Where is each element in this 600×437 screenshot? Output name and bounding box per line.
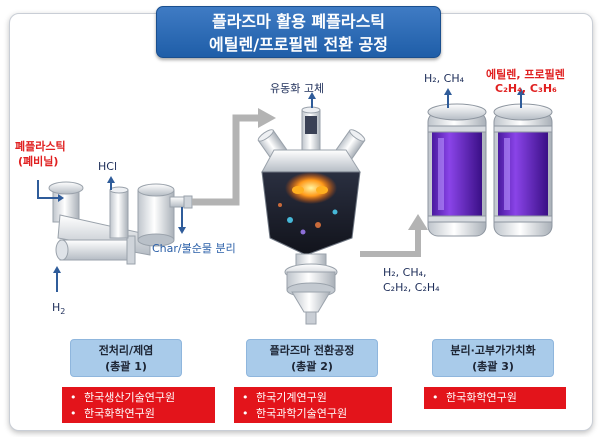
char-separation-label: Char/불순물 분리 [152,242,236,255]
list-item: •한국기계연구원 [242,391,327,404]
flow-arrow-1 [192,108,276,206]
waste-plastic-label: 폐플라스틱 [15,140,66,153]
separation-vessel-2 [493,103,553,237]
stage-sub: (총괄 1) [105,360,147,373]
waste-plastic-sub-label: (폐비닐) [18,155,59,168]
separation-vessel-1 [427,103,487,237]
h2-input-label: H2 [52,301,66,317]
product-name-label: 에틸렌, 프로필렌 [486,68,565,81]
gas-mix-label-line1: H₂, CH₄, [383,266,427,279]
stage-separation: 분리·고부가가치화 (총괄 3) [432,339,554,377]
list-item: •한국화학연구원 [432,391,517,404]
list-item: •한국화학연구원 [70,407,155,420]
stage-pretreatment: 전처리/제염 (총괄 1) [70,339,182,377]
fluidized-solid-label: 유동화 고체 [270,82,325,95]
stage-name: 플라즈마 전환공정 [269,344,355,357]
pretreatment-unit [48,181,193,265]
list-item: •한국과학기술연구원 [242,407,348,420]
product-formula-label: C₂H₄, C₃H₆ [495,82,557,95]
gas-mix-label-line2: C₂H₂, C₂H₄ [383,281,440,294]
flow-arrow-2 [360,214,428,257]
hcl-label: HCl [98,160,118,173]
page-title: 플라즈마 활용 폐플라스틱 에틸렌/프로필렌 전환 공정 [156,6,441,58]
org-box-plasma: •한국기계연구원 •한국과학기술연구원 [234,387,392,423]
org-box-pretreatment: •한국생산기술연구원 •한국화학연구원 [62,387,215,423]
list-item: •한국생산기술연구원 [70,391,176,404]
plasma-reactor [257,106,366,325]
stage-name: 분리·고부가가치화 [450,344,536,357]
stage-sub: (총괄 2) [291,360,333,373]
stage-name: 전처리/제염 [98,344,154,357]
stage-plasma: 플라즈마 전환공정 (총괄 2) [246,339,378,377]
light-gas-label: H₂, CH₄ [424,72,465,85]
stage-sub: (총괄 3) [472,360,514,373]
org-box-separation: •한국화학연구원 [424,387,566,409]
title-line-2: 에틸렌/프로필렌 전환 공정 [209,35,388,54]
title-line-1: 플라즈마 활용 폐플라스틱 [211,12,386,31]
